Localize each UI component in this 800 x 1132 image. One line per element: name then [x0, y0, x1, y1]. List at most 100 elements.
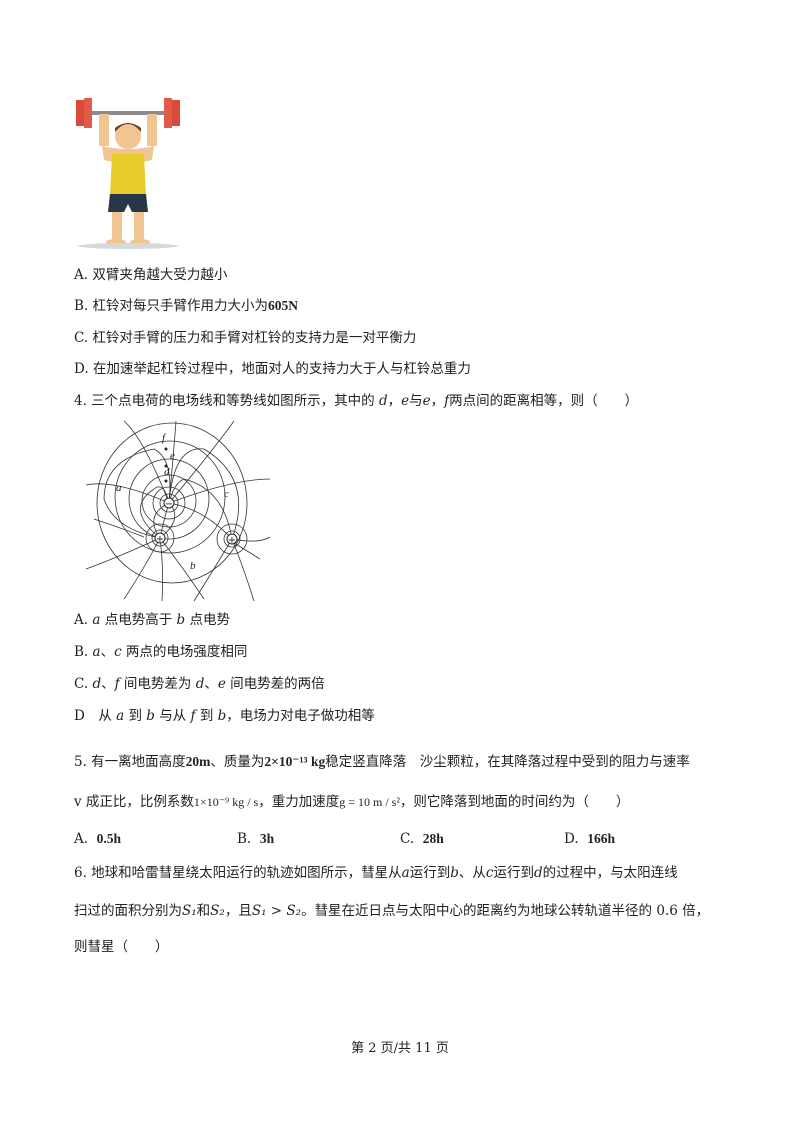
q6-stem-line3: 则彗星（ ）: [74, 939, 169, 955]
q4-option-d-var-f: f: [190, 708, 196, 724]
q4-option-b-var-c: c: [114, 644, 122, 660]
q6-var-c: c: [485, 865, 494, 881]
q5-option-c-value: 28h: [422, 831, 444, 846]
q4-var-e: e: [401, 393, 410, 409]
q5-l2-c: ，则它降落到地面的时间约为（ ）: [399, 794, 630, 810]
q5-mass: 2×10⁻¹³ kg: [264, 754, 326, 769]
label-d: d: [164, 466, 170, 478]
q4-option-c-pre: C.: [74, 676, 93, 692]
q4-option-c-m1: 、: [101, 676, 115, 692]
q4-option-d-post: ，电场力对电子做功相等: [226, 708, 375, 724]
q4-option-d-var-a: a: [116, 708, 125, 724]
q6-var-d: d: [533, 865, 543, 881]
q6-l1-e: 的过程中，与太阳连线: [542, 865, 678, 881]
q4-option-b: B. a、c 两点的电场强度相同: [74, 643, 247, 661]
label-e: e: [170, 450, 175, 462]
q5-gravity: g = 10 m / s²: [339, 795, 400, 809]
q6-s1: S₁: [182, 903, 197, 919]
q4-option-d-m2: 与从: [154, 708, 191, 724]
q4-option-a-pre: A.: [74, 612, 93, 628]
q4-option-b-post: 两点的电场强度相同: [121, 644, 248, 660]
q5-option-c: C. 28h: [400, 831, 444, 847]
q5-l1-a: 5. 有一离地面高度: [74, 754, 186, 770]
q4-option-d-pre: D 从: [74, 708, 117, 724]
q4-stem-prefix: 4. 三个点电荷的电场线和等势线如图所示，其中的: [74, 393, 375, 409]
q4-stem: 4. 三个点电荷的电场线和等势线如图所示，其中的 d，e与e，f两点间的距离相等…: [74, 392, 638, 410]
negative-charge-sign: −: [165, 499, 173, 510]
label-f: f: [162, 432, 167, 444]
q5-l2-b: ，重力加速度: [258, 794, 340, 810]
q4-stem-suffix: 两点间的距离相等，则（ ）: [449, 393, 639, 409]
q4-option-c: C. d、f 间电势差为 d、e 间电势差的两倍: [74, 675, 325, 693]
q6-s2: S₂: [210, 903, 225, 919]
q6-var-a: a: [401, 865, 410, 881]
q4-option-a: A. a 点电势高于 b 点电势: [74, 611, 230, 629]
q3-option-a: A. 双臂夹角越大受力越小: [74, 267, 228, 283]
q4-option-b-mid: 、: [100, 644, 115, 660]
q3-option-b-text: B. 杠铃对每只手臂作用力大小为: [74, 298, 269, 314]
q5-option-d-value: 166h: [587, 831, 615, 846]
q5-option-c-label: C.: [400, 831, 415, 847]
q4-option-d-m3: 到: [195, 708, 218, 724]
q4-var-e2: e: [422, 393, 431, 409]
label-b: b: [190, 560, 196, 572]
weightlifter-figure: [76, 98, 180, 249]
label-a: a: [116, 482, 122, 494]
electric-field-figure: − + + f e d a c b: [85, 420, 270, 602]
q4-option-d-var-b2: b: [217, 708, 227, 724]
q6-var-b: b: [450, 865, 459, 881]
q5-coefficient: 1×10⁻⁹ kg / s: [193, 795, 259, 809]
q6-l2-b: ，且: [224, 903, 252, 919]
q5-option-b-label: B.: [237, 831, 252, 847]
q6-l1-b: 运行到: [409, 865, 451, 881]
q4-option-c-m2: 间电势差为: [119, 676, 196, 692]
q6-stem-line2: 扫过的面积分别为S₁和S₂，且S₁ > S₂。彗星在近日点与太阳中心的距离约为地…: [74, 902, 709, 920]
q4-option-c-post: 间电势差的两倍: [225, 676, 325, 692]
q4-option-a-mid: 点电势高于: [100, 612, 177, 628]
q5-l2-a: v 成正比，比例系数: [74, 794, 194, 810]
q5-option-b-value: 3h: [259, 831, 275, 846]
q3-option-b: B. 杠铃对每只手臂作用力大小为605N: [74, 297, 298, 315]
q5-height: 20m: [185, 754, 211, 769]
q6-l1-d: 运行到: [493, 865, 534, 881]
q4-option-a-var-a: a: [92, 612, 101, 628]
q5-option-a-label: A.: [74, 831, 89, 847]
positive-charge-sign-1: +: [156, 534, 164, 545]
q6-l2-c: 。彗星在近日点与太阳中心的距离约为地球公转轨道半径的 0.6 倍，: [301, 903, 710, 919]
q5-l1-c: 稳定竖直降落 沙尘颗粒，在其降落过程中受到的阻力与速率: [325, 754, 690, 770]
q6-l2-a: 扫过的面积分别为: [74, 903, 182, 919]
q4-comma: ，: [387, 393, 402, 409]
q4-option-c-var-f: f: [114, 676, 120, 692]
q5-option-a-value: 0.5h: [96, 831, 122, 846]
q4-option-d-m1: 到: [124, 708, 147, 724]
q4-var-d: d: [378, 393, 388, 409]
q5-stem-line2: v 成正比，比例系数1×10⁻⁹ kg / s，重力加速度g = 10 m / …: [74, 793, 629, 811]
q4-option-c-var-e: e: [217, 676, 226, 692]
q4-option-b-var-a: a: [92, 644, 101, 660]
q3-option-c: C. 杠铃对手臂的压力和手臂对杠铃的支持力是一对平衡力: [74, 330, 417, 346]
q6-l1-c: 、从: [458, 865, 486, 881]
q3-option-d: D. 在加速举起杠铃过程中，地面对人的支持力大于人与杠铃总重力: [74, 361, 471, 377]
q5-stem-line1: 5. 有一离地面高度20m、质量为2×10⁻¹³ kg稳定竖直降落 沙尘颗粒，在…: [74, 753, 690, 771]
q4-option-d-var-b: b: [146, 708, 155, 724]
q6-stem-line1: 6. 地球和哈雷彗星绕太阳运行的轨迹如图所示，彗星从a运行到b、从c运行到d的过…: [74, 864, 678, 882]
q5-option-a: A. 0.5h: [74, 831, 121, 847]
q6-and: 和: [196, 903, 211, 919]
q4-with: 与: [409, 393, 423, 409]
q4-comma2: ，: [430, 393, 445, 409]
q3-option-b-value: 605N: [268, 298, 299, 313]
q4-option-d: D 从 a 到 b 与从 f 到 b，电场力对电子做功相等: [74, 707, 375, 725]
q6-l1-a: 6. 地球和哈雷彗星绕太阳运行的轨迹如图所示，彗星从: [74, 865, 402, 881]
q6-inequality: S₁ > S₂: [251, 903, 302, 919]
q5-option-b: B. 3h: [237, 831, 274, 847]
q4-var-f: f: [444, 393, 450, 409]
positive-charge-sign-2: +: [228, 535, 236, 546]
q4-option-c-var-d2: d: [195, 676, 205, 692]
q4-option-b-pre: B.: [74, 644, 93, 660]
q5-option-d-label: D.: [564, 831, 579, 847]
q5-l1-b: 、质量为: [210, 754, 265, 770]
q4-option-c-m3: 、: [204, 676, 218, 692]
q4-option-c-var-d: d: [92, 676, 102, 692]
label-c: c: [224, 488, 229, 500]
page-footer: 第 2 页/共 11 页: [351, 1041, 449, 1056]
